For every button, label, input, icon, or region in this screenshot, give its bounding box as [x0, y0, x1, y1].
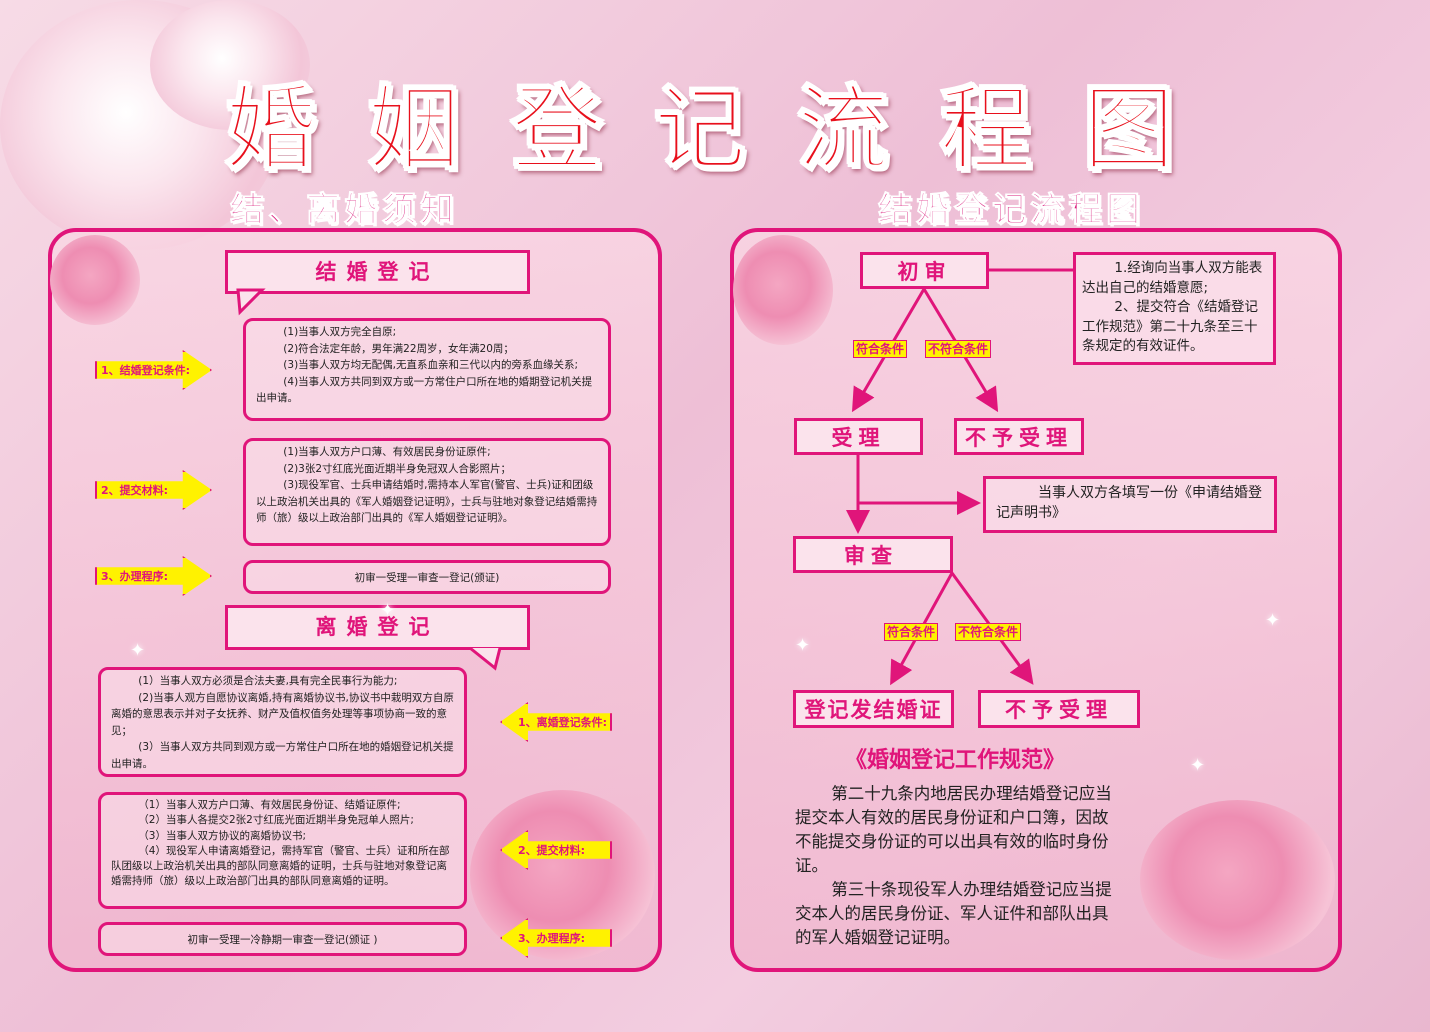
marriage-procedure-box: 初审一受理一审查一登记(颁证)	[243, 560, 611, 594]
page-title: 婚姻登记流程图	[224, 55, 1176, 188]
divorce-callout: 离婚登记	[225, 605, 530, 650]
right-heading: 结婚登记流程图	[878, 190, 1144, 231]
step-reject-final: 不予受理	[978, 690, 1140, 728]
title-char: 流	[796, 75, 890, 184]
condition: (3）当事人双方共同到观方或一方常住户口所在地的婚姻登记机关提出申请。	[111, 741, 454, 770]
material: （3）当事人双方协议的离婚协议书;	[138, 829, 307, 842]
material: (2)3张2寸红底光面近期半身免冠双人合影照片；	[283, 462, 512, 475]
material: （4）现役军人申请离婚登记，需持军官（警官、士兵）证和所在部队团级以上政治机关出…	[111, 844, 450, 888]
step-initial-review: 初审	[860, 252, 989, 289]
condition: (3)当事人双方均无配偶,无直系血亲和三代以内的旁系血缘关系;	[283, 359, 579, 371]
condition: (1）当事人双方必须是合法夫妻,具有完全民事行为能力;	[138, 675, 398, 687]
left-heading: 结、离婚须知	[230, 190, 458, 231]
title-char: 姻	[367, 75, 461, 184]
title-char: 婚	[224, 75, 318, 184]
condition: (4)当事人双方共同到双方或一方常住户口所在地的婚期登记机关提出申请。	[256, 375, 593, 405]
rules-title: 《婚姻登记工作规范》	[844, 748, 1065, 773]
divorce-conditions-box: (1）当事人双方必须是合法夫妻,具有完全民事行为能力; (2)当事人观方自愿协议…	[98, 667, 467, 777]
note-line: 1.经询向当事人双方能表达出自己的结婚意愿;	[1082, 260, 1263, 296]
rose-decoration	[733, 235, 833, 345]
initial-review-note: 1.经询向当事人双方能表达出自己的结婚意愿; 2、提交符合《结婚登记工作规范》第…	[1073, 252, 1276, 365]
title-char: 登	[510, 75, 604, 184]
condition-met-tag: 符合条件	[853, 340, 908, 358]
condition: (1)当事人双方完全自原;	[283, 326, 397, 338]
condition-not-met-tag: 不符合条件	[925, 340, 992, 358]
note-line: 2、提交符合《结婚登记工作规范》第二十九条至三十条规定的有效证件。	[1082, 299, 1258, 354]
rose-decoration	[50, 235, 140, 325]
sparkle-icon: ✦	[1190, 755, 1206, 776]
condition-met-tag: 符合条件	[884, 623, 939, 641]
step-issue-certificate: 登记发结婚证	[793, 690, 954, 728]
sparkle-icon: ✦	[380, 600, 396, 621]
rule-paragraph: 第二十九条内地居民办理结婚登记应当提交本人有效的居民身份证和户口簿，因故不能提交…	[795, 784, 1112, 875]
sparkle-icon: ✦	[130, 640, 146, 661]
rule-paragraph: 第三十条现役军人办理结婚登记应当提交本人的居民身份证、军人证件和部队出具的军人婚…	[795, 880, 1112, 947]
material: （1）当事人双方户口薄、有效居民身份证、结婚证原件;	[138, 799, 401, 811]
sparkle-icon: ✦	[795, 635, 811, 656]
declaration-note: 当事人双方各填写一份《申请结婚登记声明书》	[983, 476, 1277, 533]
material: (1)当事人双方户口薄、有效居民身份证原件;	[283, 446, 491, 458]
marriage-materials-box: (1)当事人双方户口薄、有效居民身份证原件; (2)3张2寸红底光面近期半身免冠…	[243, 438, 611, 546]
marriage-conditions-box: (1)当事人双方完全自原; (2)符合法定年龄，男年满22周岁，女年满20周； …	[243, 318, 611, 421]
sparkle-icon: ✦	[1265, 610, 1281, 631]
condition: (2)当事人观方自愿协议离婚,持有离婚协议书,协议书中栽明双方自原离婚的意思表示…	[111, 691, 454, 737]
rose-decoration	[1140, 800, 1335, 960]
declaration-text: 当事人双方各填写一份《申请结婚登记声明书》	[996, 485, 1262, 521]
rules-text: 第二十九条内地居民办理结婚登记应当提交本人有效的居民身份证和户口簿，因故不能提交…	[795, 782, 1120, 950]
material: (3)现役军官、士兵申请结婚时,需持本人军官(警官、士兵)证和团级以上政治机关出…	[256, 479, 598, 524]
material: （2）当事人各提交2张2寸红底光面近期半身免冠单人照片;	[138, 814, 414, 827]
rose-decoration	[150, 0, 310, 130]
title-char: 记	[653, 75, 747, 184]
step-accept: 受理	[794, 418, 923, 455]
marriage-callout: 结婚登记	[225, 250, 530, 294]
condition: (2)符合法定年龄，男年满22周岁，女年满20周；	[283, 342, 514, 355]
step-reject: 不予受理	[954, 418, 1084, 455]
condition-not-met-tag: 不符合条件	[955, 623, 1022, 641]
title-char: 程	[939, 75, 1033, 184]
divorce-materials-box: （1）当事人双方户口薄、有效居民身份证、结婚证原件; （2）当事人各提交2张2寸…	[98, 792, 467, 909]
step-review: 审查	[793, 536, 953, 573]
divorce-procedure-box: 初审一受理一冷静期一审查一登记(颁证 )	[98, 922, 467, 956]
title-char: 图	[1082, 75, 1176, 184]
